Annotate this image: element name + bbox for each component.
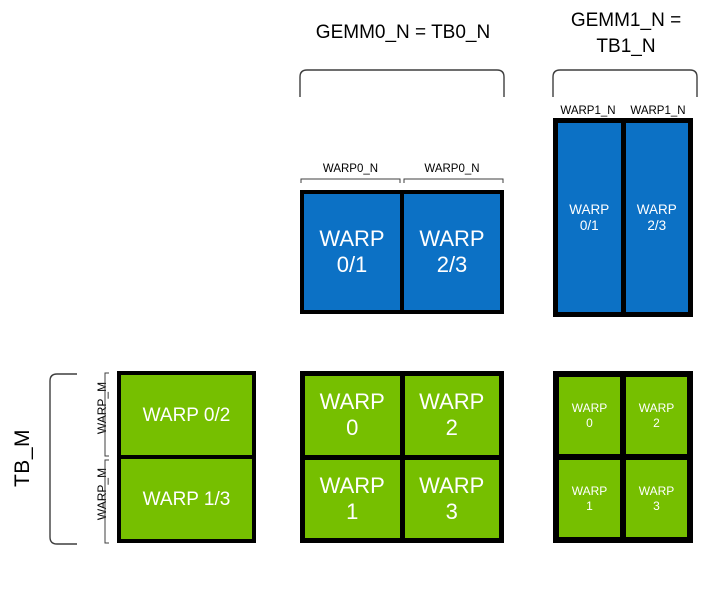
green-right-cell-warp-2[interactable]: WARP 2 — [626, 377, 687, 454]
gemm0-n-bracket — [299, 69, 505, 97]
green-right-cell-warp-0[interactable]: WARP 0 — [559, 377, 620, 454]
gemm1-n-bracket — [552, 69, 698, 97]
warp-m-tick-rules — [104, 372, 109, 544]
gemm0-warp-block-blue: WARP 0/1 WARP 2/3 — [300, 190, 504, 314]
green-mid-cell-warp-1[interactable]: WARP 1 — [305, 459, 400, 538]
gemm0-warp-block-green: WARP 0 WARP 2 WARP 1 WARP 3 — [300, 371, 504, 543]
tb-m-label: TB_M — [11, 429, 34, 488]
warp0-n-tick-rules — [300, 178, 504, 183]
blue-right-cell-warp-0-1[interactable]: WARP 0/1 — [558, 123, 621, 312]
gemm0-n-heading: GEMM0_N = TB0_N — [315, 22, 491, 43]
tick-warp1-n-left: WARP1_N — [560, 105, 616, 117]
green-mid-cell-warp-0[interactable]: WARP 0 — [305, 376, 400, 455]
tick-warp1-n-right: WARP1_N — [630, 105, 686, 117]
gemm1-warp-block-blue: WARP 0/1 WARP 2/3 — [553, 118, 693, 317]
tick-warp0-n-right: WARP0_N — [424, 163, 480, 175]
green-right-cell-warp-1[interactable]: WARP 1 — [559, 460, 620, 537]
green-left-cell-warp-1-3[interactable]: WARP 1/3 — [121, 459, 252, 539]
blue-cell-warp-0-1[interactable]: WARP 0/1 — [304, 194, 400, 310]
tb-m-warp-block-green: WARP 0/2 WARP 1/3 — [117, 371, 256, 543]
green-mid-cell-warp-2[interactable]: WARP 2 — [404, 376, 499, 455]
gemm1-warp-block-green: WARP 0 WARP 2 WARP 1 WARP 3 — [553, 371, 693, 543]
blue-right-cell-warp-2-3[interactable]: WARP 2/3 — [625, 123, 688, 312]
tick-warp0-n-left: WARP0_N — [322, 163, 379, 175]
blue-cell-warp-2-3[interactable]: WARP 2/3 — [404, 194, 500, 310]
green-right-cell-warp-3[interactable]: WARP 3 — [626, 460, 687, 537]
tb-m-bracket — [49, 373, 77, 545]
gemm1-n-heading: GEMM1_N = TB1_N — [570, 10, 682, 57]
green-left-cell-warp-0-2[interactable]: WARP 0/2 — [121, 375, 252, 455]
green-mid-cell-warp-3[interactable]: WARP 3 — [404, 459, 499, 538]
